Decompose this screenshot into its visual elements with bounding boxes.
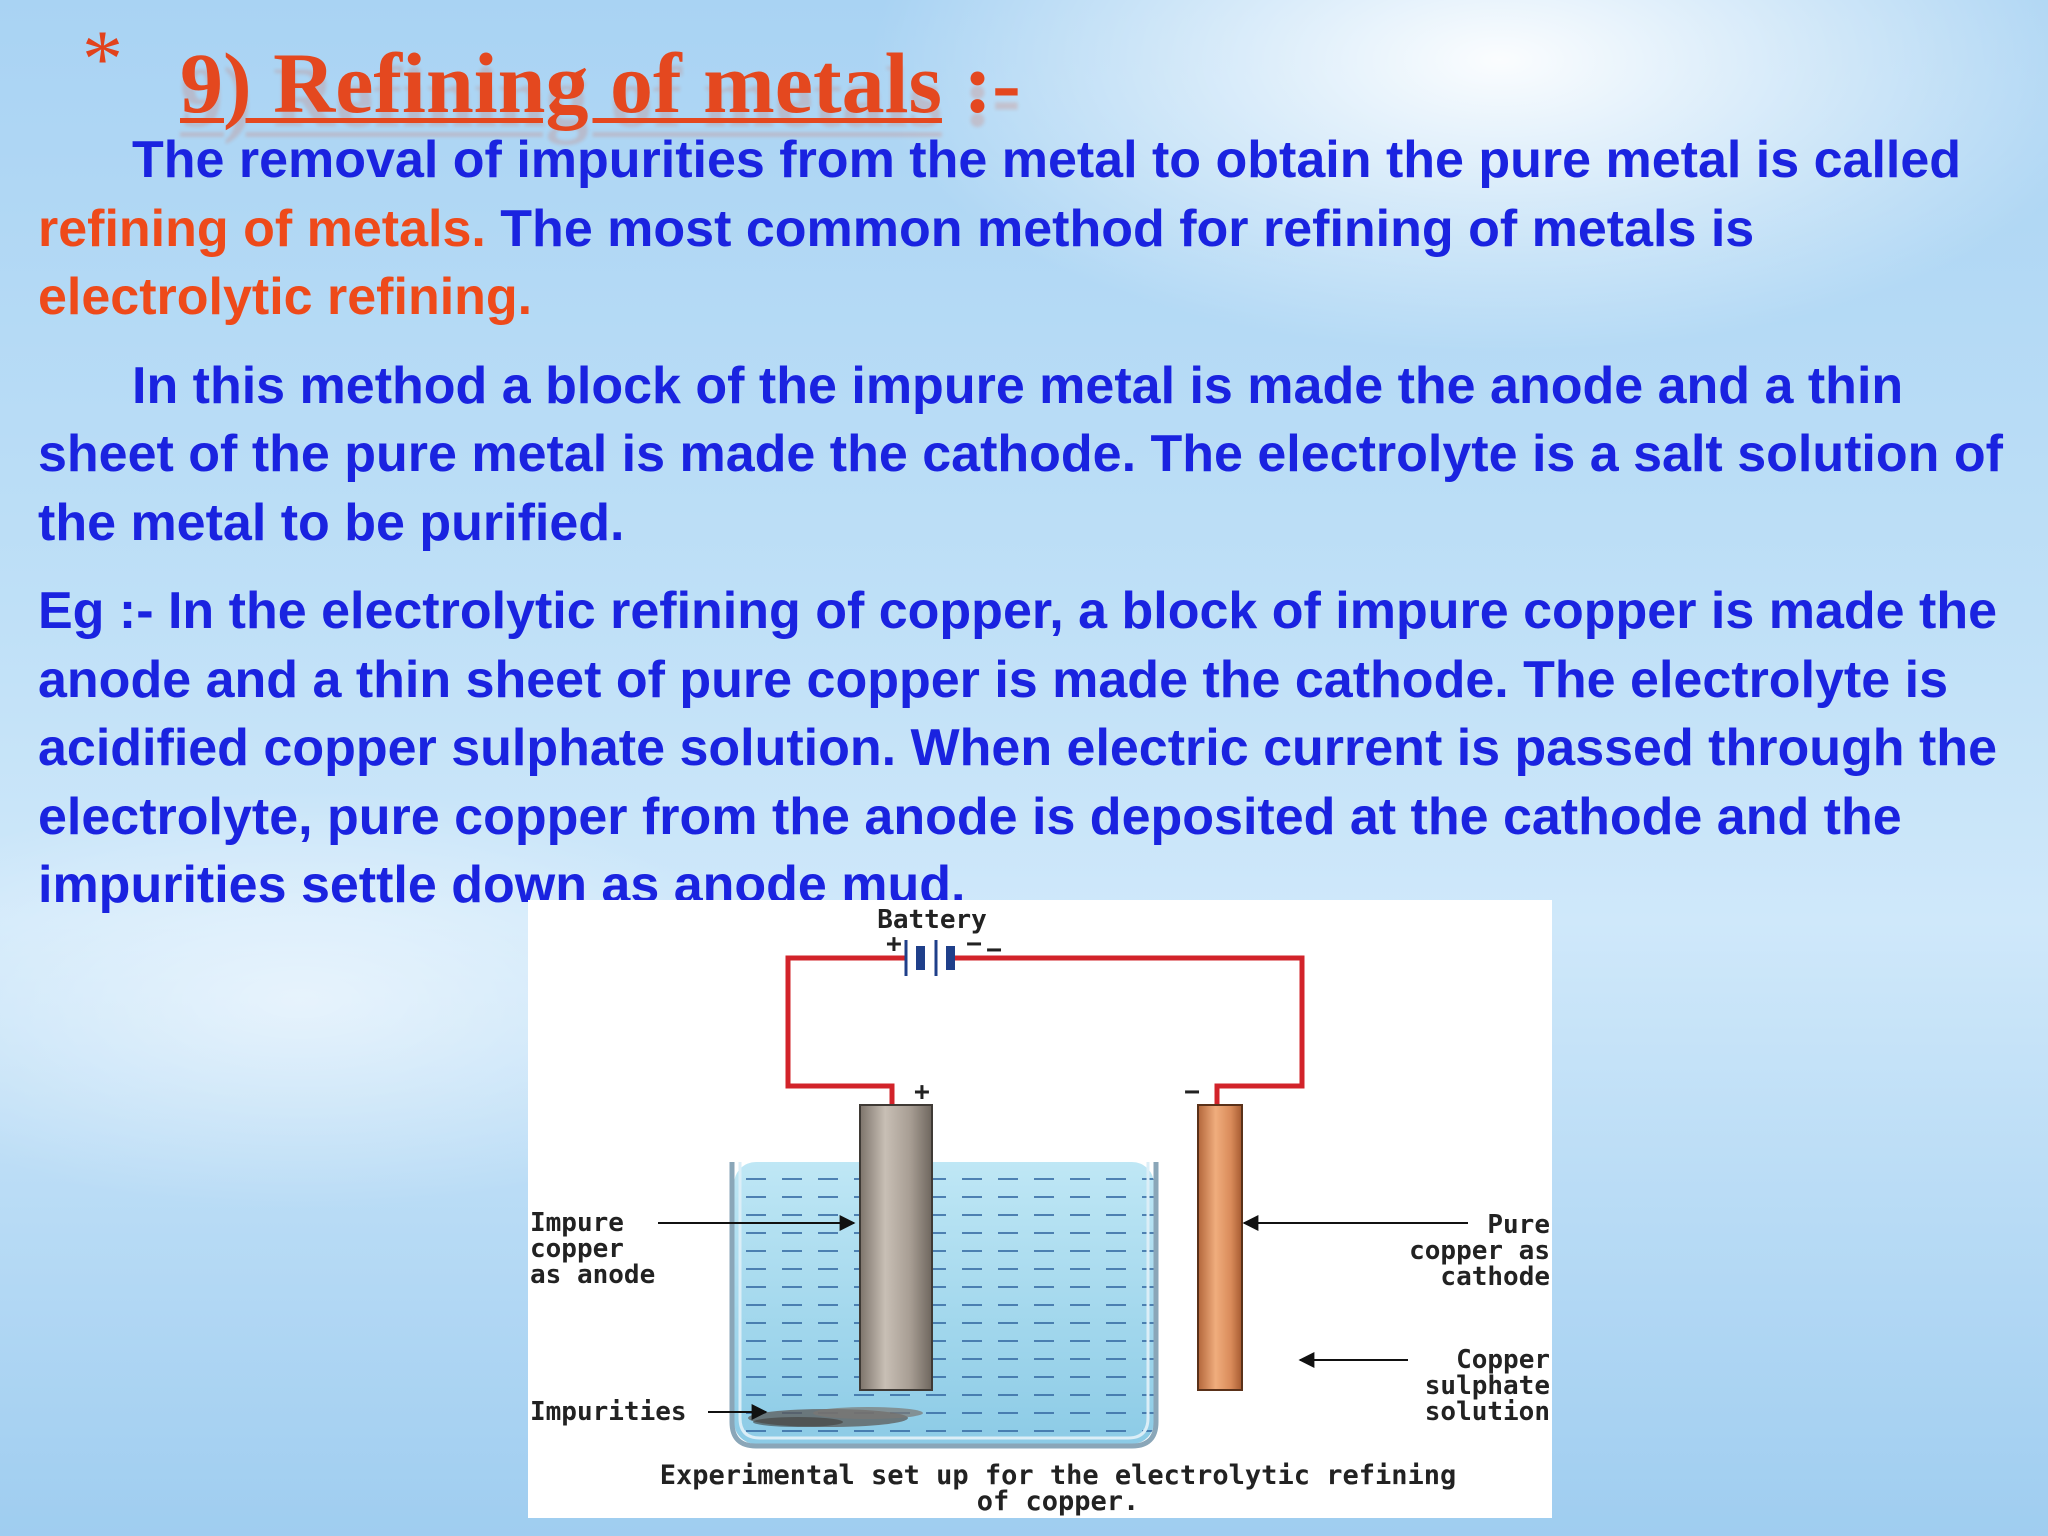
title-bullet: * xyxy=(82,13,123,104)
solution-label-line-3: solution xyxy=(1425,1397,1550,1427)
slide-title-suffix: :- xyxy=(941,35,1021,131)
cathode-electrode xyxy=(1197,1104,1243,1391)
paragraph-definition-text-2: The most common method for refining of m… xyxy=(485,199,1755,258)
paragraph-definition: The removal of impurities from the metal… xyxy=(38,126,2028,332)
cathode-label-line-3: cathode xyxy=(1440,1262,1550,1292)
paragraph-example-text: Eg :- In the electrolytic refining of co… xyxy=(38,582,1998,914)
highlight-electrolytic-refining: electrolytic refining. xyxy=(38,268,533,326)
anode-label-line-2: copper xyxy=(530,1234,624,1264)
highlight-refining-of-metals: refining of metals. xyxy=(38,199,486,258)
diagram-caption-line-1: Experimental set up for the electrolytic… xyxy=(660,1460,1457,1491)
anode-electrode xyxy=(859,1104,933,1391)
diagram-svg: Battery − + − + − xyxy=(530,905,1550,1517)
paragraph-example: Eg :- In the electrolytic refining of co… xyxy=(38,577,2028,920)
diagram-caption-line-2: of copper. xyxy=(977,1486,1140,1517)
paragraph-method: In this method a block of the impure met… xyxy=(38,352,2028,558)
solution-label-line-2: sulphate xyxy=(1425,1371,1550,1401)
paragraph-definition-text-1: The removal of impurities from the metal… xyxy=(132,131,1962,189)
paragraph-method-text: In this method a block of the impure met… xyxy=(38,356,2003,552)
anode-plus-sign: + xyxy=(914,1077,930,1107)
anode-mud xyxy=(748,1407,923,1427)
beaker xyxy=(729,1162,1159,1449)
anode-label-line-3: as anode xyxy=(530,1260,655,1290)
solution-label-line-1: Copper xyxy=(1456,1345,1550,1375)
impurities-label: Impurities xyxy=(530,1397,687,1427)
battery-icon xyxy=(904,940,955,976)
electrolytic-refining-diagram: Battery − + − + − xyxy=(528,900,1552,1518)
cathode-label-line-1: Pure xyxy=(1487,1210,1550,1240)
cathode-label-line-2: copper as xyxy=(1409,1236,1550,1266)
wire-right xyxy=(1088,955,1305,1105)
wire-left xyxy=(785,955,895,1105)
slide-title: 9) Refining of metals :- xyxy=(180,40,1021,126)
battery-label: Battery xyxy=(877,905,987,935)
cathode-minus-sign: − xyxy=(1184,1077,1200,1107)
slide-body: The removal of impurities from the metal… xyxy=(38,126,2028,920)
battery-plus-sign: + xyxy=(886,929,902,959)
anode-label-line-1: Impure xyxy=(530,1208,624,1238)
slide-title-main: 9) Refining of metals xyxy=(180,35,942,131)
battery-minus-sign-2: − xyxy=(966,929,982,959)
